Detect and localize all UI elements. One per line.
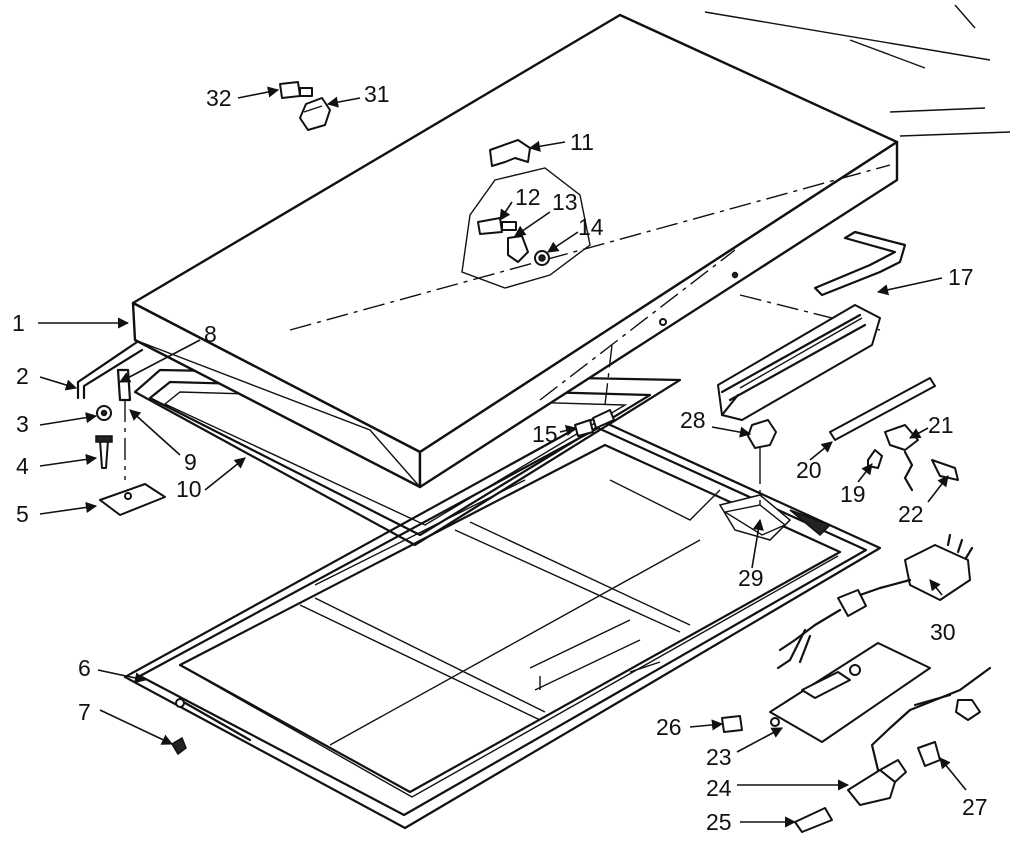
callout-label: 2: [16, 363, 29, 389]
screw-26: [721, 715, 743, 733]
callout-label: 11: [570, 129, 594, 155]
inset-detail: [461, 167, 591, 289]
light-parts: [829, 377, 959, 492]
callout-label: 17: [948, 264, 974, 290]
callout-label: 22: [898, 501, 924, 527]
callout-label: 3: [16, 411, 29, 437]
callout-label: 1: [12, 310, 25, 336]
callout-label: 27: [962, 794, 988, 820]
switch-assembly: [776, 533, 974, 670]
leader-lines: [38, 86, 967, 828]
bracket-plate: [769, 642, 931, 743]
callout-label: 5: [16, 501, 29, 527]
part-7-shape: [170, 736, 187, 756]
callout-label: 20: [796, 457, 822, 483]
callout-label: 9: [184, 449, 197, 475]
callout-label: 10: [176, 476, 202, 502]
callout-label: 25: [706, 809, 732, 835]
callout-label: 19: [840, 481, 866, 507]
callout-label: 13: [552, 189, 578, 215]
liner-gasket: [133, 368, 682, 547]
callout-label: 6: [78, 655, 91, 681]
callout-label: 14: [578, 214, 604, 240]
scan-marks: [704, 4, 1011, 137]
callout-label: 23: [706, 744, 732, 770]
callout-label: 7: [78, 699, 91, 725]
callout-label: 4: [16, 453, 29, 479]
callout-label: 26: [656, 714, 682, 740]
part-11-shape: [489, 139, 531, 167]
hinge-cover: [279, 81, 331, 131]
cabinet-base: [123, 416, 882, 830]
power-cord: [794, 666, 992, 833]
callout-label: 12: [515, 184, 541, 210]
lid-handle: [717, 304, 881, 421]
callout-label: 29: [738, 565, 764, 591]
callout-label: 8: [204, 321, 217, 347]
hinge-parts: [76, 338, 177, 516]
callout-label: 32: [206, 85, 232, 111]
callout-labels: 32 31 11 12 13 14 17 1 8 2 3 4 9 10 5 15…: [12, 81, 988, 835]
socket-28: [747, 419, 777, 505]
callout-label: 15: [532, 421, 558, 447]
callout-label: 21: [928, 412, 954, 438]
callout-label: 31: [364, 81, 390, 107]
callout-label: 30: [930, 619, 956, 645]
callout-label: 28: [680, 407, 706, 433]
callout-label: 24: [706, 775, 732, 801]
